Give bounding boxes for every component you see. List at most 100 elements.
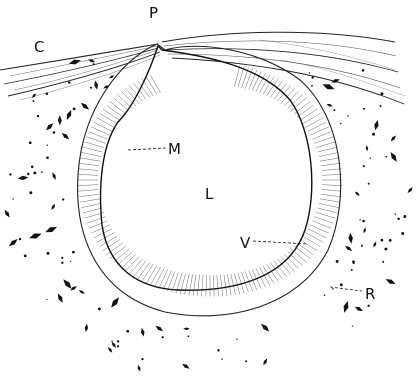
cell-dot bbox=[33, 100, 35, 102]
cell-dot bbox=[162, 336, 164, 338]
striation-line bbox=[94, 122, 112, 131]
stellate-cell bbox=[364, 227, 366, 233]
stellate-cell bbox=[261, 324, 269, 332]
striation-line bbox=[146, 76, 157, 94]
cell-dot bbox=[401, 232, 404, 235]
cell-dot bbox=[72, 251, 75, 254]
cell-dot bbox=[359, 219, 360, 220]
striation-line bbox=[294, 102, 310, 115]
striation-line bbox=[106, 105, 123, 117]
cell-dot bbox=[385, 156, 387, 158]
stellate-cell bbox=[58, 115, 62, 125]
cell-dot bbox=[347, 115, 348, 116]
cell-dot bbox=[93, 63, 95, 65]
striation-line bbox=[154, 268, 164, 287]
striation-line bbox=[85, 142, 104, 148]
stellate-cell bbox=[63, 279, 71, 289]
cell-dot bbox=[117, 345, 119, 347]
striation-line bbox=[252, 269, 261, 288]
striation-line bbox=[185, 274, 190, 295]
striation-line bbox=[142, 78, 154, 96]
cell-dot bbox=[141, 358, 143, 360]
cell-dot bbox=[41, 171, 43, 173]
striation-line bbox=[78, 174, 98, 175]
stellate-cell bbox=[344, 301, 349, 313]
cell-dot bbox=[9, 173, 11, 175]
striation-line bbox=[110, 246, 126, 259]
striation-line bbox=[146, 266, 157, 284]
stellate-cell bbox=[46, 123, 53, 130]
striation-line bbox=[314, 217, 333, 224]
cell-dot bbox=[389, 239, 392, 242]
striation-line bbox=[322, 190, 342, 192]
cell-dot bbox=[352, 260, 355, 263]
label-p: P bbox=[149, 6, 158, 21]
stellate-cell bbox=[182, 364, 190, 369]
stellate-cell bbox=[263, 358, 267, 365]
striation-line bbox=[79, 194, 99, 197]
stellate-cell bbox=[52, 172, 55, 180]
striation-line bbox=[81, 152, 101, 156]
striation-line bbox=[220, 275, 222, 297]
striation-line bbox=[300, 240, 317, 251]
cell-dot bbox=[352, 325, 353, 326]
cell-dot bbox=[324, 294, 326, 296]
striation-line bbox=[97, 118, 115, 128]
cell-dot bbox=[340, 123, 342, 125]
striation-line bbox=[322, 185, 342, 186]
striation-line bbox=[193, 275, 196, 296]
cell-dot bbox=[397, 217, 400, 220]
stellate-cell bbox=[79, 290, 85, 293]
cell-dot bbox=[117, 340, 119, 342]
label-m: M bbox=[168, 142, 181, 157]
striation-line bbox=[81, 203, 101, 207]
striation-line bbox=[308, 229, 326, 238]
striation-line bbox=[163, 270, 171, 290]
cell-dot bbox=[68, 81, 71, 84]
cell-dot bbox=[363, 165, 365, 167]
striation-line bbox=[100, 236, 118, 247]
stellate-cell bbox=[374, 120, 378, 130]
striation-line bbox=[274, 83, 287, 99]
striation-line bbox=[284, 254, 299, 269]
striation-line bbox=[110, 102, 126, 115]
cell-dot bbox=[12, 198, 13, 199]
cell-dot bbox=[61, 257, 63, 259]
cell-dot bbox=[73, 108, 76, 111]
inner-lumen bbox=[101, 46, 312, 290]
stellate-cell bbox=[155, 326, 163, 332]
cell-dot bbox=[111, 340, 112, 341]
striation-line bbox=[142, 264, 154, 282]
cell-dot bbox=[340, 283, 343, 286]
stellate-cell bbox=[391, 152, 397, 162]
stellate-cell bbox=[355, 307, 363, 311]
striation-line bbox=[322, 174, 342, 175]
cell-dot bbox=[381, 239, 384, 242]
striation-line bbox=[103, 109, 120, 120]
cell-dot bbox=[29, 141, 32, 144]
striation-line bbox=[114, 98, 130, 111]
striation-line bbox=[117, 252, 132, 266]
stellate-cell bbox=[349, 233, 353, 244]
cell-dot bbox=[61, 262, 63, 264]
cell-dot bbox=[47, 144, 48, 145]
cell-dot bbox=[333, 109, 335, 111]
cell-dot bbox=[62, 198, 64, 200]
striation-line bbox=[214, 275, 215, 297]
cell-dot bbox=[362, 69, 365, 72]
striation-line bbox=[319, 152, 339, 156]
striation-line bbox=[321, 163, 341, 166]
stellate-cell bbox=[85, 324, 88, 332]
striation-line bbox=[117, 95, 132, 109]
cell-dot bbox=[47, 252, 50, 255]
striation-line bbox=[318, 147, 338, 152]
striation-line bbox=[320, 158, 340, 161]
striation-line bbox=[231, 274, 236, 295]
scattered-cells bbox=[5, 59, 413, 371]
label-c: C bbox=[34, 40, 44, 55]
cell-dot bbox=[381, 92, 384, 95]
striation-line bbox=[320, 199, 340, 202]
striation-line bbox=[121, 91, 136, 106]
stellate-cell bbox=[327, 104, 333, 107]
